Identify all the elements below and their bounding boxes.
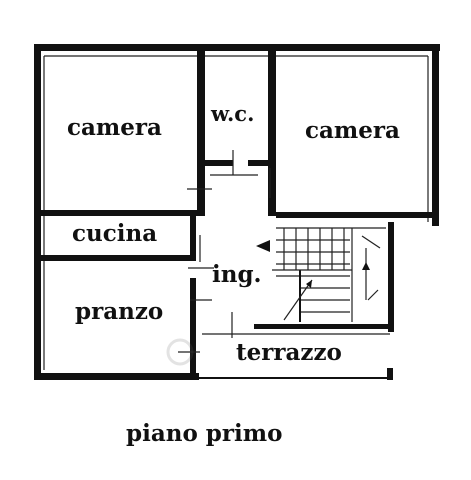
room-label-camera-right: camera: [305, 117, 400, 144]
floor-caption: piano primo: [126, 420, 283, 447]
room-label-ingresso: ing.: [212, 261, 262, 288]
room-label-terrazzo: terrazzo: [236, 339, 342, 366]
interior-walls: [41, 51, 436, 380]
staircase: [256, 227, 386, 322]
outer-walls: [34, 44, 440, 380]
room-label-camera-left: camera: [67, 114, 162, 141]
room-label-cucina: cucina: [72, 220, 158, 247]
door-marks: [178, 150, 271, 353]
room-label-pranzo: pranzo: [75, 298, 164, 325]
room-label-wc: w.c.: [211, 101, 255, 126]
watermark-logo: [166, 338, 194, 366]
